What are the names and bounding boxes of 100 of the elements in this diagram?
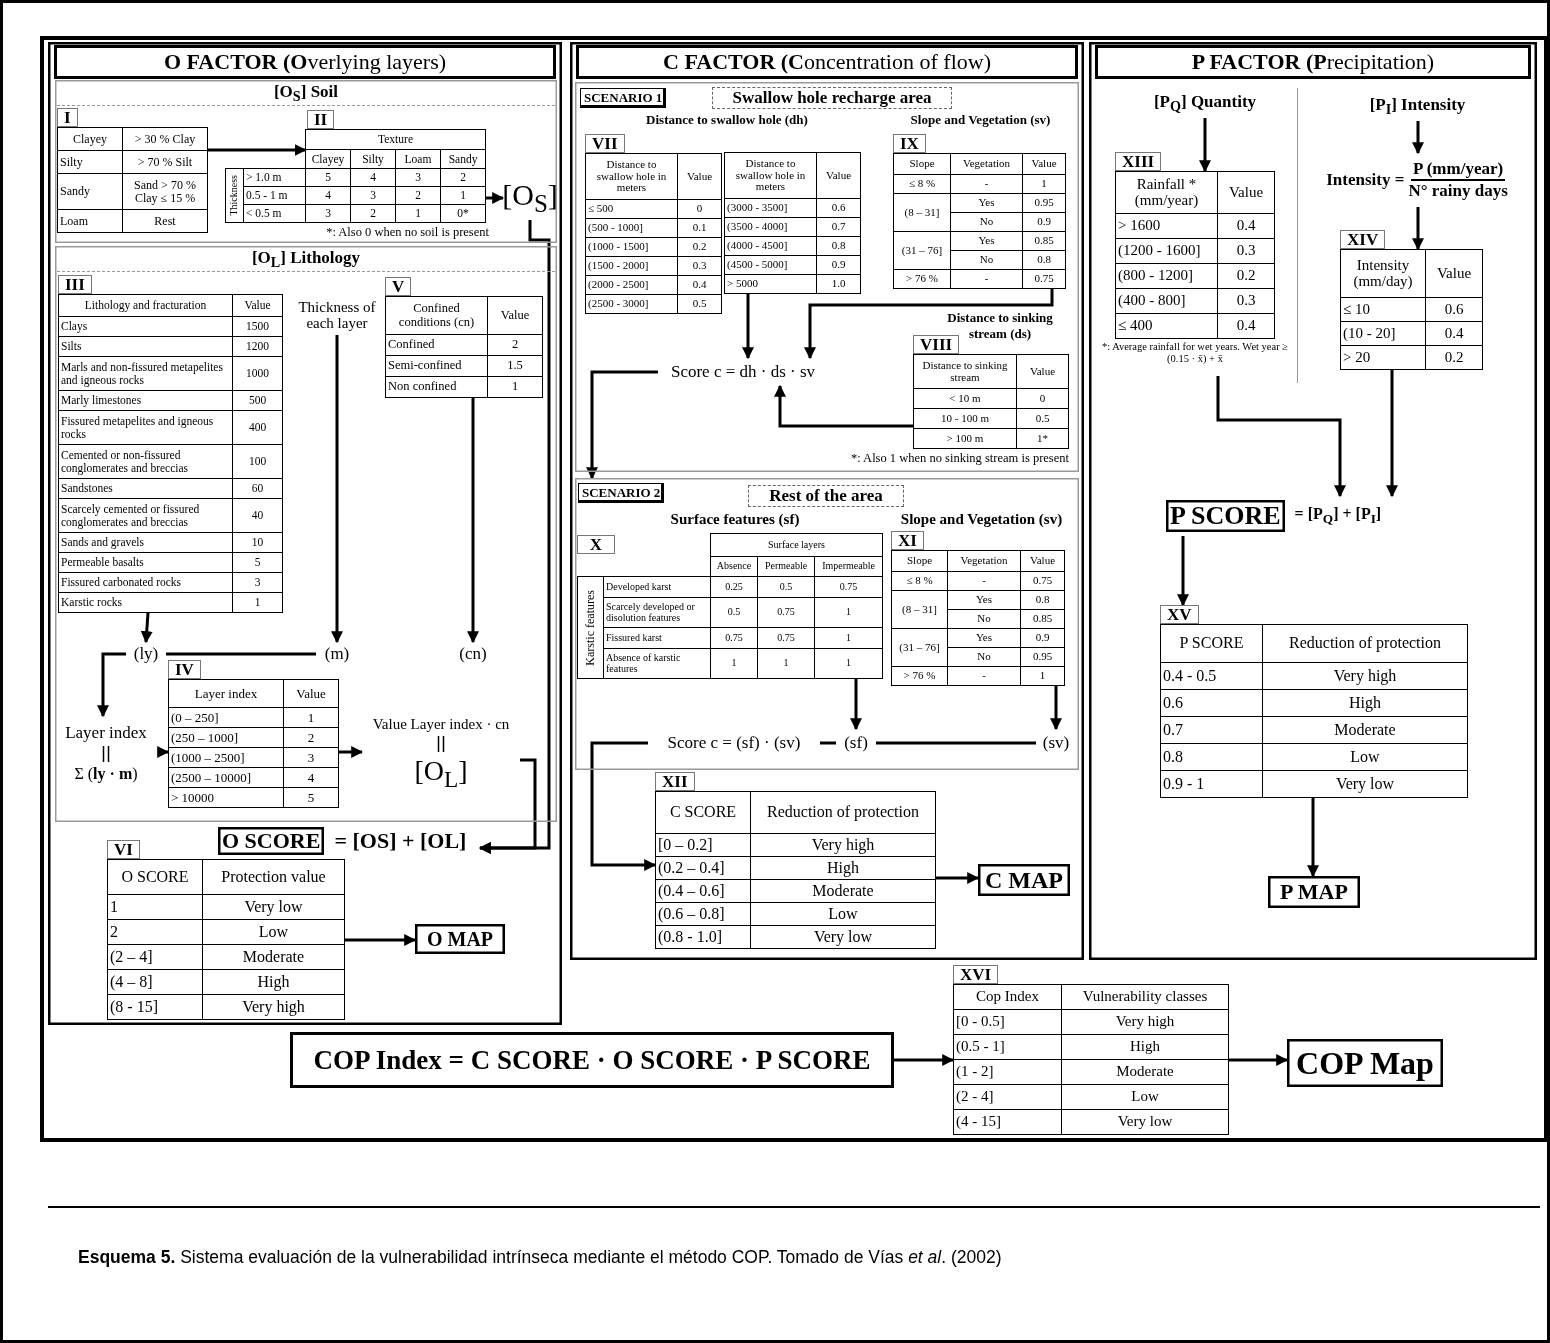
table-cell: (400 - 800] [1115, 288, 1218, 314]
table-cell: Value [1020, 550, 1065, 572]
arrow [1199, 118, 1211, 173]
table-cell: Value [487, 296, 543, 335]
table-cell: Value [1217, 171, 1275, 214]
table-cell: Very high [1262, 662, 1468, 690]
formula-text: = [OS] + [OL] [334, 828, 467, 854]
table-cell: 1* [1016, 428, 1069, 449]
table-cell: 1200 [232, 336, 283, 357]
table-cell: < 0.5 m [243, 204, 306, 223]
table-cell: > 1600 [1115, 213, 1218, 239]
table-cell: Slope [893, 153, 951, 175]
arrow [1229, 1054, 1289, 1066]
table-cell: 5 [283, 787, 339, 808]
table-cell: Layer index [168, 679, 284, 708]
table-cell: 0.9 [1022, 212, 1066, 232]
table-cell: 1 [395, 204, 441, 223]
table-cell: Yes [950, 231, 1023, 251]
table-cell: Distance to swallow hole in meters [724, 152, 817, 199]
table-cell: 0.2 [1425, 345, 1483, 370]
formula-text: Intensity = [1326, 170, 1405, 190]
table-cell: Yes [947, 590, 1021, 610]
table-cell: 3 [232, 572, 283, 593]
fraction-denominator: N° rainy days [1408, 181, 1508, 201]
table-cell: > 1.0 m [243, 168, 306, 187]
formula-text: Score c = dh · ds · sv [658, 358, 828, 386]
table-cell: 0.4 [1217, 313, 1275, 339]
table-cell: 0.4 [1425, 321, 1483, 346]
table-cell: - [950, 174, 1023, 194]
arrow [208, 144, 307, 156]
table-cell: Clayey [305, 149, 351, 169]
section-heading: Slope and Vegetation (sv) [899, 510, 1064, 528]
table-cell: 0.75 [1022, 269, 1066, 289]
arrow [1307, 798, 1319, 878]
table-cell: Value [1016, 354, 1069, 389]
arrow [1050, 686, 1062, 731]
arrow [157, 746, 170, 758]
arrow [1177, 536, 1189, 607]
table-cell: Clayey [57, 127, 123, 151]
table-cell: 2 [350, 204, 396, 223]
map-box: COP Map [1287, 1039, 1443, 1087]
arrow [590, 741, 657, 871]
arrow [486, 192, 505, 204]
table-cell: 0 [1016, 388, 1069, 409]
table-cell: 0.95 [1020, 647, 1065, 667]
table-cell: Fissured carbonated rocks [58, 572, 233, 593]
table-number: V [385, 277, 412, 296]
table-cell: Permeable [757, 556, 815, 577]
table-cell: [0 – 0.2] [655, 833, 751, 857]
arrow [804, 289, 1054, 360]
table-cell: Value [283, 679, 339, 708]
table-number: IV [168, 660, 201, 679]
table-cell: (0.6 – 0.8] [655, 902, 751, 926]
table-cell: Texture [305, 129, 486, 150]
table-cell: Impermeable [814, 556, 883, 577]
table-cell: (1 - 2] [953, 1059, 1062, 1085]
table-cell: 0.4 - 0.5 [1160, 662, 1263, 690]
table-cell: (3000 - 3500] [724, 198, 817, 218]
table-cell: Loam [57, 209, 123, 233]
table-number: II [307, 110, 335, 129]
table-cell: Intensity (mm/day) [1340, 249, 1426, 298]
table-cell: 5 [305, 168, 351, 187]
table-cell: Loam [395, 149, 441, 169]
section-panel [575, 82, 1079, 472]
table-cell: Very low [1061, 1109, 1229, 1135]
table-cell: C SCORE [655, 791, 751, 834]
table-cell: (2000 - 2500] [585, 275, 678, 295]
map-box: C MAP [978, 864, 1070, 896]
table-cell: > 100 m [913, 428, 1017, 449]
table-number: IX [893, 134, 926, 153]
table-cell: 0.85 [1022, 231, 1066, 251]
table-cell: Surface layers [710, 533, 883, 557]
table-cell: 3 [305, 204, 351, 223]
table-cell: ≤ 400 [1115, 313, 1218, 339]
table-number: XII [655, 772, 695, 791]
table-cell: 0.75 [757, 627, 815, 649]
section-title: [O$_{S}$] Soil [57, 82, 555, 106]
table-cell: 0.5 [710, 597, 758, 628]
table-cell: ≤ 10 [1340, 297, 1426, 322]
table-cell: P SCORE [1160, 624, 1263, 663]
table-cell: (1000 – 2500] [168, 747, 284, 768]
table-cell: 0.95 [1022, 193, 1066, 213]
table-cell: (0 – 250] [168, 707, 284, 728]
table-cell: Rest [122, 209, 208, 233]
table-cell: 0.8 [816, 236, 861, 256]
table-cell: (4 – 8] [107, 969, 203, 995]
table-cell: Protection value [202, 859, 345, 895]
fraction-numerator: P (mm/year) [1411, 159, 1506, 181]
table-cell: 0.3 [1217, 238, 1275, 264]
table-cell: Vulnerability classes [1061, 984, 1229, 1010]
table-cell: 10 [232, 532, 283, 553]
table-cell: (500 - 1000] [585, 218, 678, 238]
table-cell: 1 [1020, 666, 1065, 686]
footnote: *: Also 1 when no sinking stream is present [849, 451, 1069, 466]
table-cell: - [950, 269, 1023, 289]
table-cell: Non confined [385, 376, 488, 398]
table-cell: 0.75 [757, 597, 815, 628]
arrow [1412, 207, 1424, 251]
table-cell: > 76 % [893, 269, 951, 289]
table-cell: (31 – 76] [891, 628, 948, 667]
